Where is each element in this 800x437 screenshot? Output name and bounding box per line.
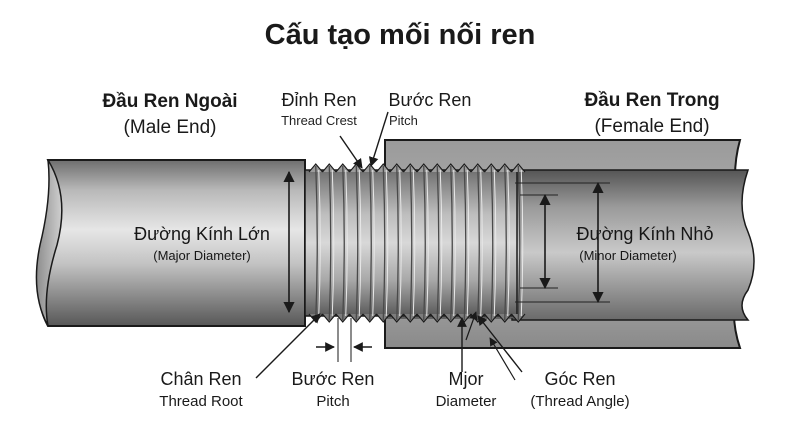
- thread-ridge-line: [328, 165, 332, 321]
- thread-highlight-line: [412, 169, 416, 317]
- pitch-top-sublabel: Pitch: [389, 113, 418, 128]
- thread-highlight-line: [399, 169, 402, 317]
- thread-ridge-line: [382, 165, 386, 321]
- thread-highlight-line: [318, 169, 321, 317]
- thread-highlight-line: [480, 169, 483, 317]
- thread-highlight-line: [507, 169, 510, 317]
- thread-angle-label: Góc Ren: [544, 369, 616, 389]
- minor-diameter-label: Đường Kính Nhỏ: [576, 224, 714, 244]
- minor-diameter-sublabel: (Minor Diameter): [579, 248, 677, 263]
- thread-ridge-line: [369, 165, 372, 321]
- thread-root-sublabel: Thread Root: [159, 393, 243, 410]
- female-end-sublabel: (Female End): [594, 116, 710, 137]
- thread-crest-sublabel: Thread Crest: [281, 113, 357, 128]
- thread-ridge-line: [463, 165, 467, 321]
- thread-ridge-line: [423, 165, 426, 321]
- thread-ridge-line: [396, 165, 399, 321]
- pitch-bottom-sublabel: Pitch: [316, 393, 350, 410]
- thread-highlight-line: [372, 169, 375, 317]
- thread-highlight-line: [493, 169, 497, 317]
- pitch-top-label: Bước Ren: [388, 90, 472, 110]
- mjor-diameter-sublabel: Diameter: [435, 393, 497, 410]
- angle-leader-1: [477, 315, 523, 373]
- thread-root-label: Chân Ren: [160, 369, 242, 389]
- thread-highlight-line: [331, 169, 335, 317]
- major-diameter-sublabel: (Major Diameter): [153, 248, 251, 263]
- thread-crest-label: Đỉnh Ren: [281, 90, 357, 110]
- thread-ridge-line: [355, 165, 359, 321]
- angle-leader-2: [489, 337, 516, 381]
- thread-ridge-line: [315, 165, 318, 321]
- crest-leader: [339, 135, 363, 169]
- root-leader: [255, 313, 321, 379]
- thread-highlight-line: [453, 169, 456, 317]
- thread-highlight-line: [345, 169, 348, 317]
- thread-ridge-line: [504, 165, 507, 321]
- thread-angle-sublabel: (Thread Angle): [530, 393, 630, 410]
- thread-ridge-line: [436, 165, 440, 321]
- thread-highlight-line: [466, 169, 470, 317]
- thread-highlight-line: [439, 169, 443, 317]
- female-bore: [511, 169, 755, 321]
- thread-ridge-line: [409, 165, 413, 321]
- male-end-sublabel: (Male End): [123, 117, 217, 138]
- thread-ridge-line: [490, 165, 494, 321]
- pitch-bottom-label: Bước Ren: [291, 369, 375, 389]
- thread-ridges: [308, 163, 526, 323]
- thread-highlight-line: [426, 169, 429, 317]
- major-diameter-label: Đường Kính Lớn: [134, 224, 270, 244]
- thread-highlight-line: [520, 169, 524, 317]
- thread-highlight-line: [385, 169, 389, 317]
- male-end-label: Đầu Ren Ngoài: [102, 91, 238, 112]
- thread-ridge-line: [342, 165, 345, 321]
- female-end-label: Đầu Ren Trong: [584, 90, 720, 111]
- mjor-diameter-label: Mjor: [448, 369, 484, 389]
- thread-ridge-line: [477, 165, 480, 321]
- diagram-title: Cấu tạo mối nối ren: [264, 19, 536, 51]
- thread-highlight-line: [358, 169, 362, 317]
- mjor-leader-2: [465, 311, 478, 341]
- thread-ridge-line: [450, 165, 453, 321]
- pitch-top-leader: [368, 111, 389, 167]
- male-pipe-end: [35, 159, 63, 327]
